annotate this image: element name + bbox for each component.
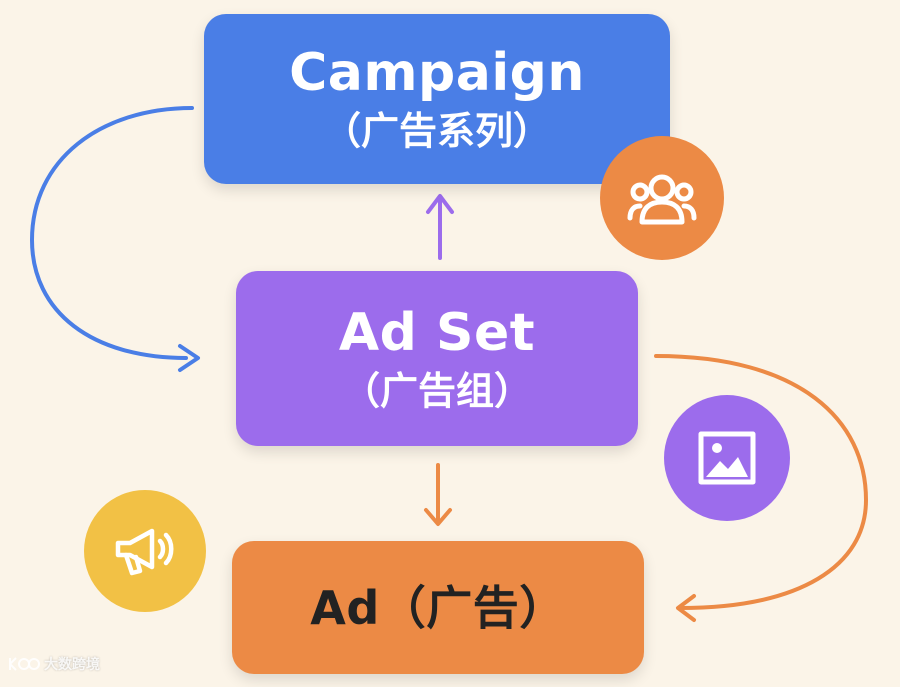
ad-node: Ad（广告） — [232, 541, 644, 674]
campaign-to-adset-arrow — [29, 106, 200, 372]
image-icon-badge — [664, 395, 790, 521]
users-icon-badge — [600, 136, 724, 260]
watermark: 大数跨境 — [8, 654, 100, 674]
adset-title: Ad Set — [338, 302, 536, 363]
campaign-subtitle: （广告系列） — [322, 109, 551, 153]
campaign-title: Campaign — [289, 43, 585, 103]
adset-subtitle: （广告组） — [341, 368, 532, 413]
megaphone-icon-badge — [84, 490, 206, 612]
megaphone-icon — [115, 528, 174, 576]
users-icon — [627, 174, 697, 225]
campaign-node: Campaign （广告系列） — [204, 14, 670, 184]
adset-to-ad-curve-arrow — [654, 354, 869, 622]
image-icon — [698, 431, 756, 485]
watermark-text: 大数跨境 — [44, 657, 100, 673]
adset-node: Ad Set （广告组） — [236, 271, 638, 446]
adset-to-campaign-arrow — [426, 194, 454, 260]
ad-title: Ad（广告） — [310, 580, 566, 635]
adset-to-ad-arrow — [424, 463, 452, 526]
watermark-logo-icon — [9, 657, 40, 671]
